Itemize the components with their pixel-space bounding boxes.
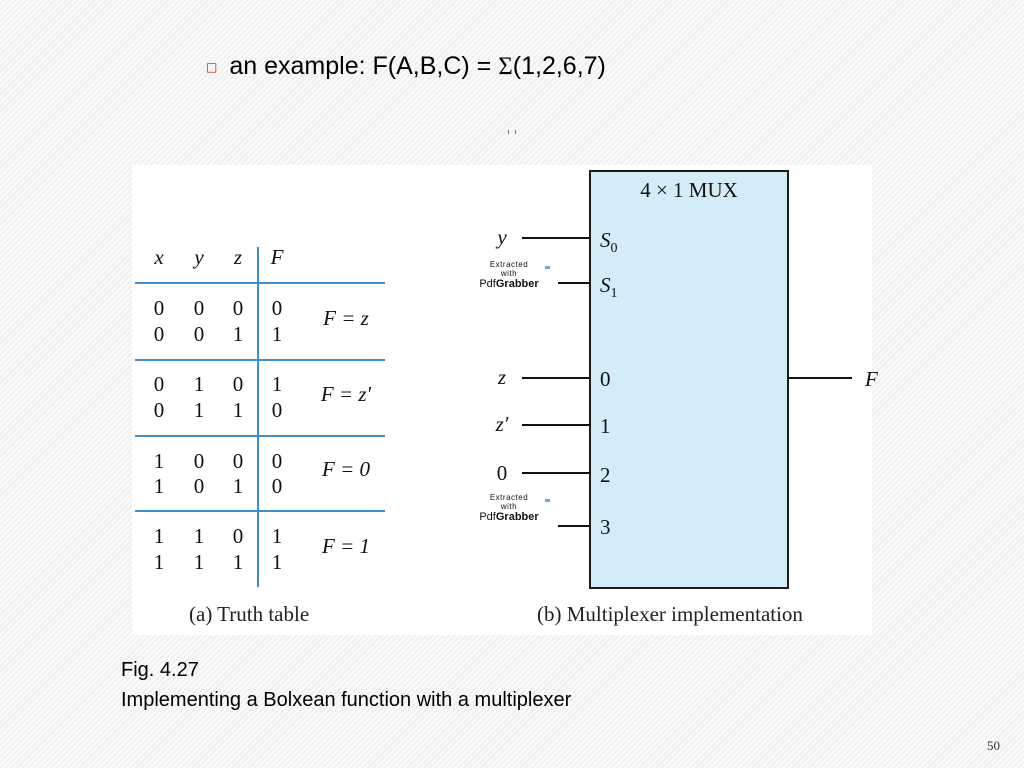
truth-table-caption: (a) Truth table bbox=[189, 602, 310, 626]
cell-f: 1 bbox=[271, 524, 283, 548]
wire-in0 bbox=[522, 377, 589, 379]
cell-y: 0 bbox=[193, 296, 205, 320]
cell-y: 1 bbox=[193, 372, 205, 396]
watermark-dot bbox=[545, 499, 550, 502]
cell-y: 0 bbox=[193, 449, 205, 473]
function-label-group-2: F = z′ bbox=[320, 382, 372, 406]
table-vertical-rule bbox=[257, 247, 259, 587]
page-number: 50 bbox=[987, 738, 1000, 753]
input-label-y: y bbox=[497, 225, 507, 249]
table-rule-header bbox=[135, 282, 385, 284]
cell-f: 1 bbox=[271, 322, 283, 346]
wire-out bbox=[787, 377, 852, 379]
cell-f: 0 bbox=[271, 296, 283, 320]
select-pin-s0: S0 bbox=[600, 228, 618, 257]
watermark-line1: Extracted bbox=[489, 260, 529, 269]
mux-title: 4 × 1 MUX bbox=[640, 178, 738, 202]
header-y: y bbox=[194, 245, 204, 269]
cell-f: 1 bbox=[271, 372, 283, 396]
select-pin-s1: S1 bbox=[600, 273, 618, 302]
cell-x: 0 bbox=[153, 372, 165, 396]
bullet-text: an example: F(A,B,C) = bbox=[229, 52, 499, 80]
watermark-line2: with bbox=[500, 269, 518, 278]
data-pin-3: 3 bbox=[600, 515, 611, 539]
function-label-group-4: F = 1 bbox=[322, 534, 370, 558]
header-f: F bbox=[270, 245, 284, 269]
figure-title: Implementing a Bolxean function with a m… bbox=[121, 689, 572, 711]
cell-f: 0 bbox=[271, 474, 283, 498]
bullet-icon: □ bbox=[206, 60, 218, 75]
cell-x: 1 bbox=[153, 524, 165, 548]
watermark-brand: PdfGrabber bbox=[479, 278, 539, 290]
cell-f: 0 bbox=[271, 449, 283, 473]
wire-in2 bbox=[522, 472, 589, 474]
cell-x: 1 bbox=[153, 474, 165, 498]
cell-x: 0 bbox=[153, 322, 165, 346]
cell-z: 1 bbox=[232, 322, 244, 346]
input-label-z: z bbox=[497, 365, 507, 389]
cell-x: 0 bbox=[153, 296, 165, 320]
data-pin-2: 2 bbox=[600, 463, 611, 487]
watermark-dot bbox=[545, 266, 550, 269]
cell-f: 1 bbox=[271, 550, 283, 574]
cell-y: 1 bbox=[193, 398, 205, 422]
cell-x: 1 bbox=[153, 550, 165, 574]
function-label-group-1: F = z bbox=[323, 306, 369, 330]
bullet-tail: (1,2,6,7) bbox=[512, 52, 606, 80]
input-label-z-prime: z′ bbox=[495, 412, 509, 436]
cell-z: 0 bbox=[232, 524, 244, 548]
data-pin-1: 1 bbox=[600, 414, 611, 438]
input-label-zero: 0 bbox=[496, 461, 508, 485]
figure-panel: x y z F 0 0 0 0 0 0 1 1 0 1 0 1 0 1 1 0 … bbox=[132, 165, 878, 635]
sigma-symbol: Σ bbox=[498, 53, 513, 80]
cell-y: 0 bbox=[193, 474, 205, 498]
figure-caption: Fig. 4.27 Implementing a Bolxean functio… bbox=[121, 655, 571, 715]
data-pin-0: 0 bbox=[600, 367, 611, 391]
watermark-stamp: Extracted with PdfGrabber bbox=[460, 493, 558, 535]
cell-x: 0 bbox=[153, 398, 165, 422]
watermark-line1: Extracted bbox=[489, 493, 529, 502]
header-z: z bbox=[233, 245, 243, 269]
bullet-line: □ an example: F(A,B,C) = Σ(1,2,6,7) bbox=[206, 52, 606, 81]
table-rule-3 bbox=[135, 510, 385, 512]
cell-z: 1 bbox=[232, 398, 244, 422]
mux-block: 4 × 1 MUX S0 S1 0 1 2 3 bbox=[589, 170, 789, 589]
watermark-brand: PdfGrabber bbox=[479, 511, 539, 523]
cell-x: 1 bbox=[153, 449, 165, 473]
output-label-f: F bbox=[865, 367, 878, 391]
cell-f: 0 bbox=[271, 398, 283, 422]
cell-z: 1 bbox=[232, 550, 244, 574]
watermark-line2: with bbox=[500, 502, 518, 511]
table-rule-1 bbox=[135, 359, 385, 361]
mux-caption: (b) Multiplexer implementation bbox=[537, 602, 803, 626]
cell-z: 0 bbox=[232, 296, 244, 320]
function-label-group-3: F = 0 bbox=[322, 457, 370, 481]
cell-z: 0 bbox=[232, 449, 244, 473]
cell-z: 0 bbox=[232, 372, 244, 396]
wire-s0 bbox=[522, 237, 589, 239]
cell-y: 0 bbox=[193, 322, 205, 346]
cell-y: 1 bbox=[193, 524, 205, 548]
cell-y: 1 bbox=[193, 550, 205, 574]
header-x: x bbox=[154, 245, 164, 269]
truth-table-header: x y z F bbox=[132, 245, 392, 271]
cell-z: 1 bbox=[232, 474, 244, 498]
figure-number: Fig. 4.27 bbox=[121, 659, 199, 681]
artifact-mark bbox=[508, 130, 516, 134]
table-rule-2 bbox=[135, 435, 385, 437]
watermark-stamp: Extracted with PdfGrabber bbox=[460, 260, 558, 302]
wire-in1 bbox=[522, 424, 589, 426]
